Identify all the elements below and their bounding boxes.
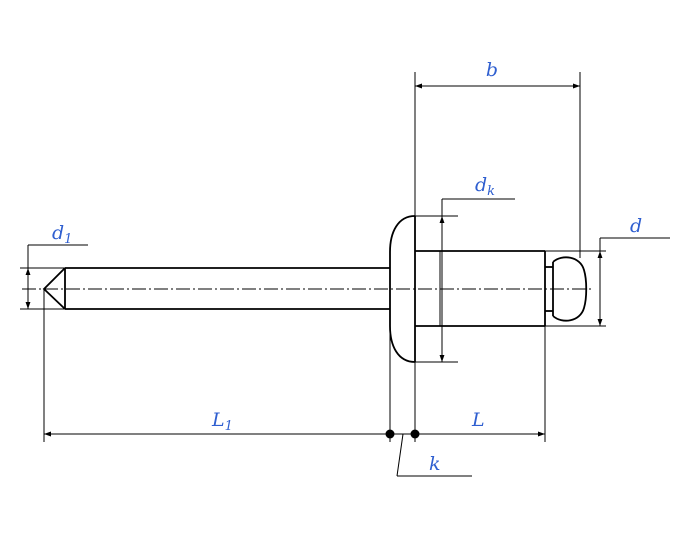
dimension-k bbox=[385, 429, 472, 477]
label-d: d bbox=[630, 215, 642, 237]
dimension-b bbox=[414, 72, 581, 258]
dimension-d bbox=[545, 237, 670, 327]
dimension-d1 bbox=[20, 244, 88, 310]
label-b: b bbox=[486, 59, 498, 81]
label-L1: L1 bbox=[211, 409, 233, 434]
rivet-head bbox=[389, 215, 416, 363]
label-k: k bbox=[429, 453, 441, 475]
label-d1: d1 bbox=[52, 222, 72, 247]
dimension-L1 bbox=[43, 289, 391, 442]
dimension-dk bbox=[415, 198, 515, 363]
mandrel-head bbox=[545, 256, 588, 322]
label-L: L bbox=[471, 409, 485, 431]
label-dk: dk bbox=[475, 174, 495, 199]
dimension-L bbox=[414, 326, 546, 442]
